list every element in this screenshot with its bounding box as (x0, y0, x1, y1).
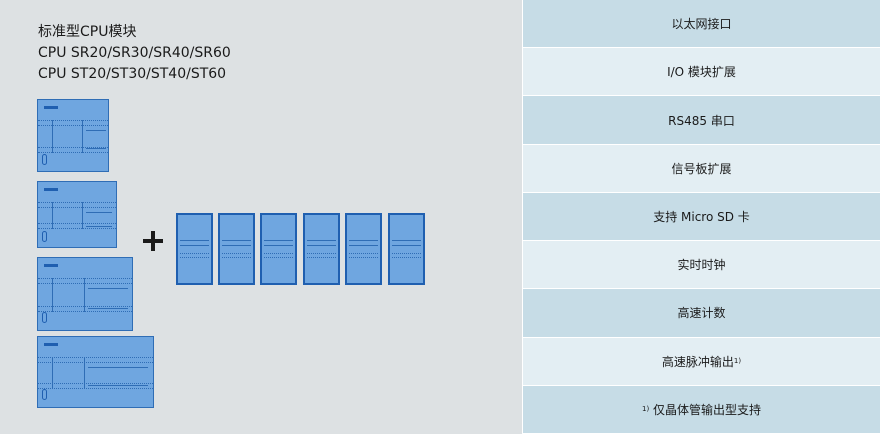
feature-row: 支持 Micro SD 卡 (523, 192, 880, 242)
expansion-module-icon (388, 213, 425, 285)
feature-row: I/O 模块扩展 (523, 48, 880, 97)
expansion-module-icon (260, 213, 297, 285)
cpu-diagram-panel: 标准型CPU模块 CPU SR20/SR30/SR40/SR60 CPU ST2… (0, 0, 522, 434)
cpu-module-icon (37, 257, 133, 331)
cpu-module-icon (37, 99, 109, 172)
feature-label: 支持 Micro SD 卡 (653, 209, 750, 224)
expansion-module-icon (218, 213, 255, 285)
cpu-title-block: 标准型CPU模块 CPU SR20/SR30/SR40/SR60 CPU ST2… (38, 22, 498, 85)
feature-label: 信号板扩展 (671, 161, 732, 176)
feature-label: 高速计数 (677, 306, 726, 321)
feature-row: RS485 串口 (523, 96, 880, 145)
feature-row: 高速计数 (523, 289, 880, 338)
feature-row: 实时时钟 (523, 241, 880, 290)
feature-label: 仅晶体管输出型支持 (653, 402, 762, 417)
feature-label: RS485 串口 (668, 113, 735, 128)
feature-list: 以太网接口 I/O 模块扩展 RS485 串口 信号板扩展 支持 Micro S… (523, 0, 880, 434)
cpu-sr-models: CPU SR20/SR30/SR40/SR60 (38, 45, 231, 61)
expansion-module-icon (345, 213, 382, 285)
expansion-module-icon (303, 213, 340, 285)
feature-label: 以太网接口 (671, 17, 732, 32)
cpu-title: 标准型CPU模块 (38, 24, 137, 40)
feature-label: I/O 模块扩展 (667, 65, 736, 80)
feature-row: 信号板扩展 (523, 144, 880, 193)
expansion-module-icon (176, 213, 213, 285)
feature-row: 1) 仅晶体管输出型支持 (523, 385, 880, 434)
cpu-module-icon (37, 181, 117, 248)
feature-label: 高速脉冲输出 (661, 354, 734, 369)
feature-row: 以太网接口 (523, 0, 880, 49)
cpu-st-models: CPU ST20/ST30/ST40/ST60 (38, 66, 227, 82)
feature-label: 实时时钟 (677, 258, 726, 273)
cpu-module-icon (37, 336, 154, 408)
plus-icon (140, 228, 166, 254)
